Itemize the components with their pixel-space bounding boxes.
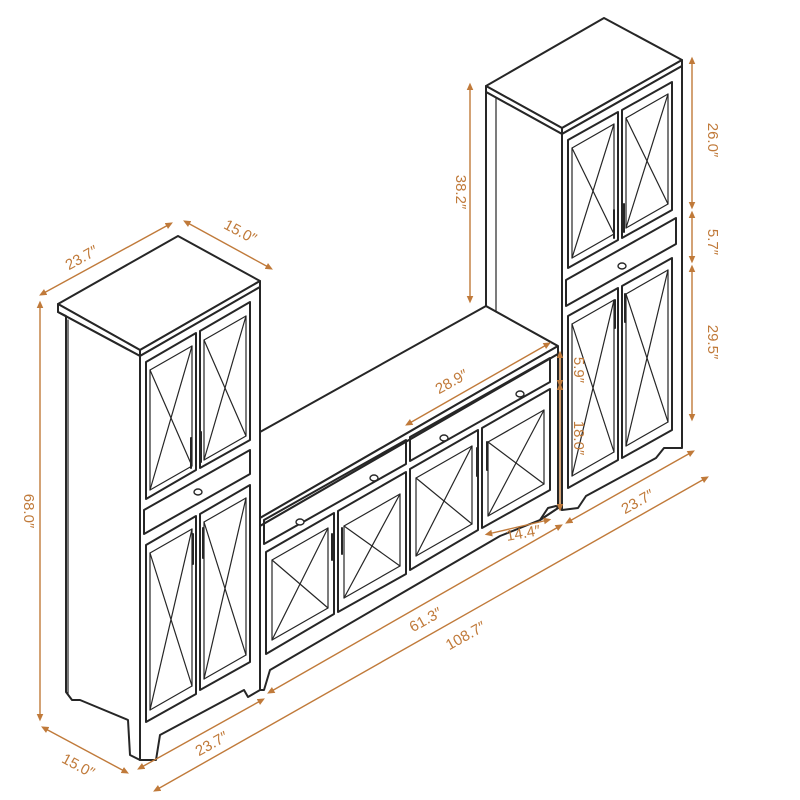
label-console-door-height: 18.0″ <box>570 421 587 456</box>
left-upper-door-left <box>145 332 197 500</box>
right-upper-door-left <box>567 111 619 269</box>
dim-line-left-depth <box>41 726 129 774</box>
dim-line-console-width <box>267 524 563 694</box>
label-left-top-width: 23.7″ <box>63 242 102 274</box>
dim-line-left-top-depth <box>183 220 273 270</box>
label-right-drawer: 5.7″ <box>704 229 721 256</box>
label-right-gap-height: 38.2″ <box>452 175 469 210</box>
dimension-lines <box>36 56 709 792</box>
right-lower-door-right <box>621 257 673 459</box>
dim-line-right-width <box>565 450 695 524</box>
dim-line-console-depth <box>484 517 552 537</box>
dim-line-console-drawer-width <box>405 342 551 426</box>
left-drawer <box>143 449 251 535</box>
label-console-width: 61.3″ <box>407 604 446 636</box>
right-drawer <box>565 217 677 307</box>
left-tall-cabinet <box>57 235 261 761</box>
dim-line-left-top-width <box>39 222 173 296</box>
right-upper-door-right <box>621 81 673 239</box>
left-upper-door-right <box>199 301 251 469</box>
label-right-upper: 26.0″ <box>704 123 721 158</box>
right-tall-cabinet <box>485 17 683 521</box>
label-left-height: 68.0″ <box>20 494 37 529</box>
label-left-width: 23.7″ <box>193 728 232 760</box>
label-left-depth: 15.0″ <box>59 750 98 782</box>
label-left-top-depth: 15.0″ <box>221 216 260 248</box>
label-right-lower: 29.5″ <box>704 325 721 360</box>
label-console-drawer-height: 5.9″ <box>570 357 587 384</box>
label-console-depth: 14.4″ <box>505 522 543 545</box>
left-cabinet-side <box>57 311 141 761</box>
